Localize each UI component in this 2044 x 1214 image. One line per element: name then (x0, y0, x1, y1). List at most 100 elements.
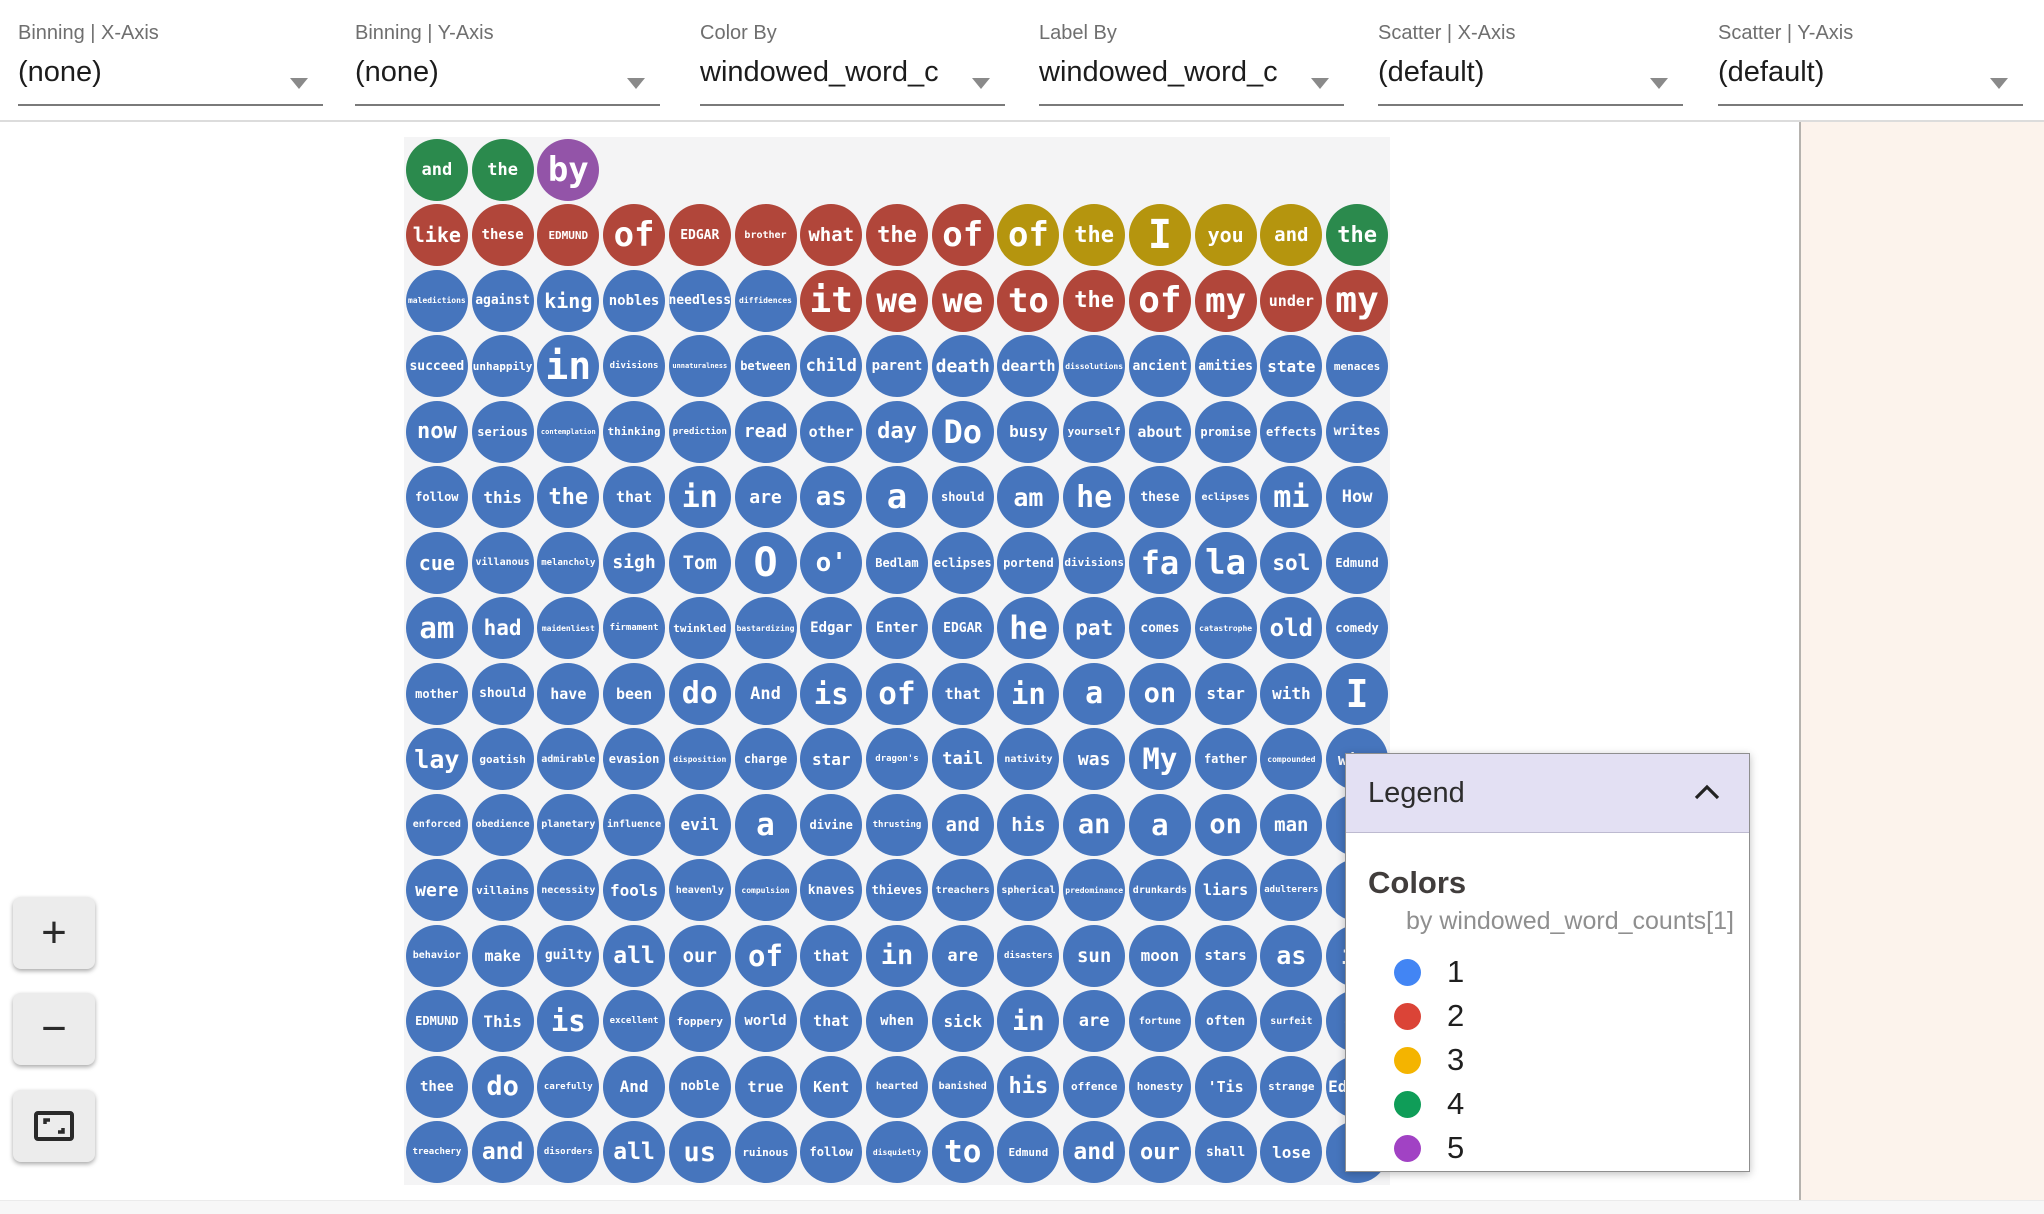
word-bubble[interactable]: evasion (603, 728, 666, 791)
word-bubble[interactable]: adulterers (1260, 859, 1323, 922)
word-bubble[interactable]: do (471, 1055, 534, 1118)
word-bubble[interactable]: of (1128, 269, 1191, 332)
word-bubble[interactable]: needless (668, 269, 731, 332)
word-bubble[interactable]: day (865, 400, 928, 463)
word-bubble[interactable]: in (865, 924, 928, 987)
word-bubble[interactable]: old (1260, 597, 1323, 660)
word-bubble[interactable]: guilty (537, 924, 600, 987)
dropdown-scatter-y-axis[interactable]: Scatter | Y-Axis(default) (1718, 0, 2023, 110)
word-bubble[interactable]: king (537, 269, 600, 332)
word-bubble[interactable]: the (1063, 269, 1126, 332)
word-bubble[interactable]: behavior (405, 924, 468, 987)
word-bubble[interactable]: sol (1260, 531, 1323, 594)
word-bubble[interactable]: foppery (668, 990, 731, 1053)
dropdown-value[interactable]: (default) (1378, 56, 1485, 88)
word-bubble[interactable]: villains (471, 859, 534, 922)
word-bubble[interactable]: the (1326, 204, 1389, 267)
dropdown-value[interactable]: (none) (355, 56, 439, 88)
word-bubble[interactable]: obedience (471, 793, 534, 856)
word-bubble[interactable]: my (1326, 269, 1389, 332)
word-bubble[interactable]: moon (1128, 924, 1191, 987)
word-bubble[interactable]: are (1063, 990, 1126, 1053)
word-bubble[interactable]: do (668, 662, 731, 725)
word-bubble[interactable]: lose (1260, 1121, 1323, 1184)
word-bubble[interactable]: evil (668, 793, 731, 856)
word-bubble[interactable]: compulsion (734, 859, 797, 922)
word-bubble[interactable]: Tom (668, 531, 731, 594)
word-bubble[interactable]: like (405, 204, 468, 267)
word-bubble[interactable]: amities (1194, 335, 1257, 398)
word-bubble[interactable]: my (1194, 269, 1257, 332)
word-bubble[interactable]: ruinous (734, 1121, 797, 1184)
word-bubble[interactable]: Edmund (997, 1121, 1060, 1184)
word-bubble[interactable]: fa (1128, 531, 1191, 594)
word-bubble[interactable]: on (1194, 793, 1257, 856)
word-bubble[interactable]: by (537, 138, 600, 201)
word-bubble[interactable]: all (603, 924, 666, 987)
word-bubble[interactable]: follow (800, 1121, 863, 1184)
word-bubble[interactable]: twinkled (668, 597, 731, 660)
word-bubble[interactable]: against (471, 269, 534, 332)
word-bubble[interactable]: a (1128, 793, 1191, 856)
legend-header[interactable]: Legend (1346, 754, 1749, 833)
chevron-down-icon[interactable] (1650, 78, 1668, 89)
word-bubble[interactable]: prediction (668, 400, 731, 463)
word-bubble[interactable]: were (405, 859, 468, 922)
word-bubble[interactable]: pat (1063, 597, 1126, 660)
word-bubble[interactable]: that (603, 466, 666, 529)
word-bubble[interactable]: disorders (537, 1121, 600, 1184)
word-bubble[interactable]: of (997, 204, 1060, 267)
word-bubble[interactable]: mi (1260, 466, 1323, 529)
word-bubble[interactable]: the (471, 138, 534, 201)
word-bubble[interactable]: charge (734, 728, 797, 791)
word-bubble[interactable]: about (1128, 400, 1191, 463)
chevron-down-icon[interactable] (627, 78, 645, 89)
word-bubble[interactable]: thinking (603, 400, 666, 463)
word-bubble[interactable]: This (471, 990, 534, 1053)
word-bubble[interactable]: to (931, 1121, 994, 1184)
word-bubble[interactable]: knaves (800, 859, 863, 922)
word-bubble[interactable]: a (1063, 662, 1126, 725)
dropdown-value[interactable]: windowed_word_c (700, 56, 939, 88)
word-bubble[interactable]: a (734, 793, 797, 856)
word-bubble[interactable]: and (1063, 1121, 1126, 1184)
word-bubble[interactable]: us (668, 1121, 731, 1184)
word-bubble[interactable]: had (471, 597, 534, 660)
word-bubble[interactable]: strange (1260, 1055, 1323, 1118)
word-bubble[interactable]: is (537, 990, 600, 1053)
word-bubble[interactable]: read (734, 400, 797, 463)
word-bubble[interactable]: death (931, 335, 994, 398)
word-bubble[interactable]: catastrophe (1194, 597, 1257, 660)
word-bubble[interactable]: contemplation (537, 400, 600, 463)
word-bubble[interactable]: it (800, 269, 863, 332)
chevron-down-icon[interactable] (1311, 78, 1329, 89)
word-bubble[interactable]: unhappily (471, 335, 534, 398)
word-bubble[interactable]: writes (1326, 400, 1389, 463)
word-bubble[interactable]: maidenliest (537, 597, 600, 660)
word-bubble[interactable]: effects (1260, 400, 1323, 463)
chevron-down-icon[interactable] (972, 78, 990, 89)
word-bubble[interactable]: father (1194, 728, 1257, 791)
word-bubble[interactable]: what (800, 204, 863, 267)
word-bubble[interactable]: brother (734, 204, 797, 267)
word-bubble[interactable]: treachery (405, 1121, 468, 1184)
word-bubble[interactable]: I (1128, 204, 1191, 267)
word-bubble[interactable]: disquietly (865, 1121, 928, 1184)
word-bubble[interactable]: in (668, 466, 731, 529)
word-bubble[interactable]: admirable (537, 728, 600, 791)
word-bubble[interactable]: now (405, 400, 468, 463)
word-bubble[interactable]: man (1260, 793, 1323, 856)
fit-to-screen-button[interactable] (13, 1090, 95, 1162)
word-bubble[interactable]: heavenly (668, 859, 731, 922)
word-bubble[interactable]: drunkards (1128, 859, 1191, 922)
word-bubble[interactable]: busy (997, 400, 1060, 463)
dropdown-value[interactable]: windowed_word_c (1039, 56, 1278, 88)
word-bubble[interactable]: I (1326, 662, 1389, 725)
word-bubble[interactable]: that (800, 924, 863, 987)
word-bubble[interactable]: thrusting (865, 793, 928, 856)
dropdown-binning-x-axis[interactable]: Binning | X-Axis(none) (18, 0, 323, 110)
word-bubble[interactable]: influence (603, 793, 666, 856)
word-bubble[interactable]: in (997, 990, 1060, 1053)
